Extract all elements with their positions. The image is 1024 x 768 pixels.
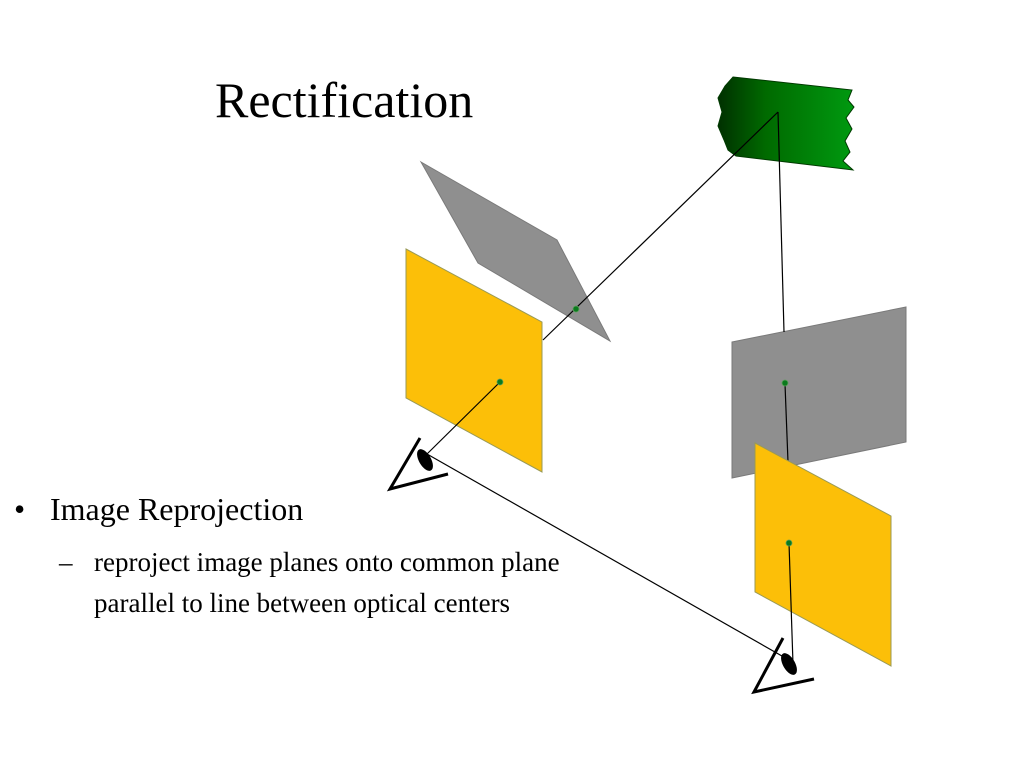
- left-ray-to-object: [542, 111, 779, 341]
- bullet-item: • Image Reprojection: [14, 488, 614, 530]
- left-image-plane: [405, 248, 543, 473]
- left-eye-ray: [426, 381, 501, 455]
- sub-bullet-text: reproject image planes onto common plane…: [94, 547, 560, 618]
- scene-object: [717, 76, 855, 171]
- left-eye-icon: [386, 437, 449, 492]
- right-ray-to-object: [777, 111, 785, 333]
- left-image-point: [496, 378, 504, 386]
- bullet-marker: •: [14, 491, 26, 527]
- slide-title: Rectification: [215, 72, 474, 128]
- right-ray-segment: [784, 383, 789, 463]
- right-eye-ray: [788, 542, 794, 665]
- left-rectified-plane: [419, 160, 612, 343]
- left-rectified-point: [572, 305, 580, 313]
- right-eye-icon: [751, 637, 815, 695]
- baseline: [426, 453, 790, 661]
- bullet-list: • Image Reprojection – reproject image p…: [14, 488, 614, 624]
- right-rectified-point: [781, 379, 789, 387]
- sub-bullet-marker: –: [59, 547, 73, 577]
- right-image-point: [785, 539, 793, 547]
- bullet-text: Image Reprojection: [50, 491, 304, 527]
- sub-bullet-item: – reproject image planes onto common pla…: [59, 542, 604, 624]
- right-rectified-plane: [731, 306, 907, 479]
- right-image-plane: [754, 442, 892, 667]
